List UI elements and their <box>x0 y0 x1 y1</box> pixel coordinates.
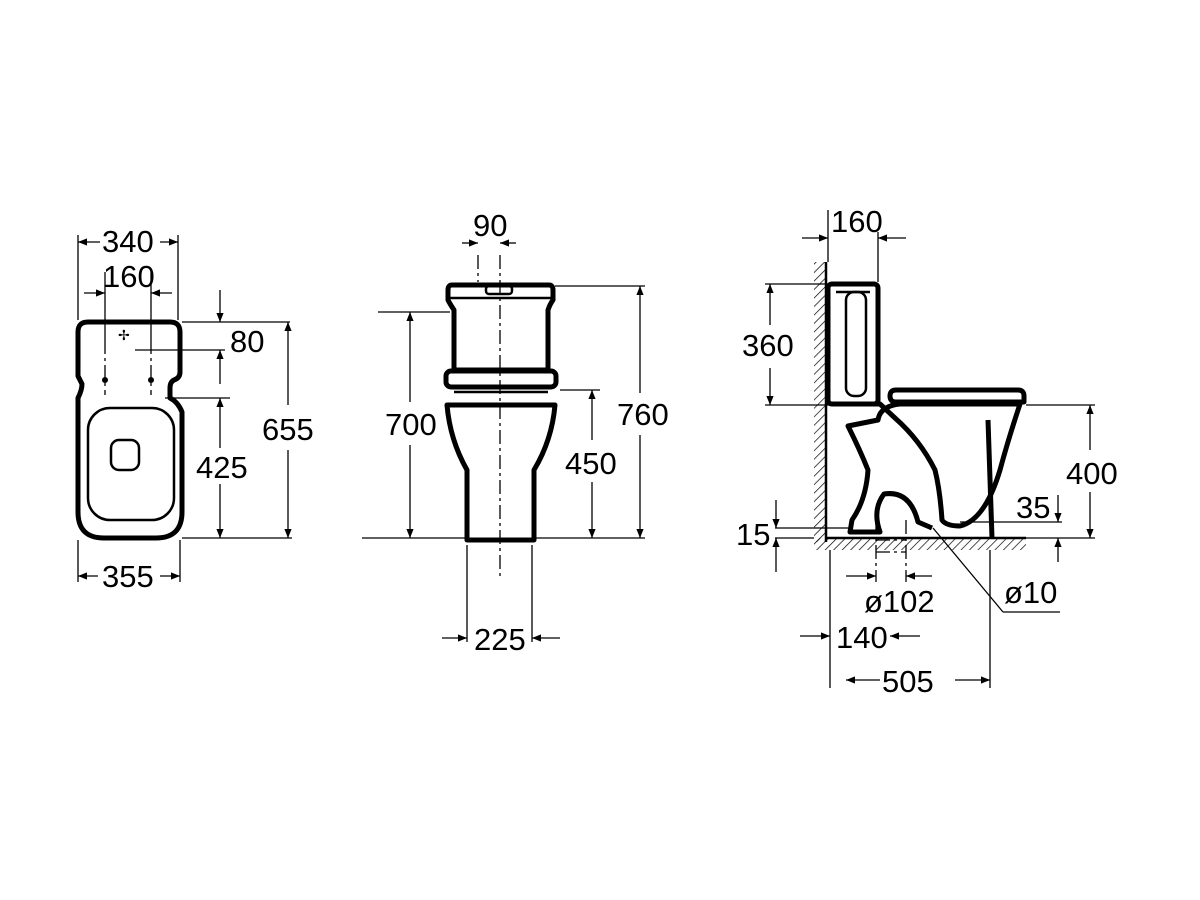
side-view-depth-label: 505 <box>882 664 934 699</box>
top-view-cistern <box>75 319 185 541</box>
top-view: ✢ 340 <box>75 224 314 594</box>
side-view-wall <box>814 262 826 542</box>
top-view-base-width-label: 355 <box>102 559 154 594</box>
top-view-width-label: 340 <box>102 224 154 259</box>
front-view: 90 700 760 450 225 <box>362 208 669 657</box>
side-view-bowl-foot <box>985 419 995 539</box>
side-view-bowl-height-label: 400 <box>1066 456 1118 491</box>
side-view-cistern <box>825 281 881 407</box>
side-view-floor-offset-label: 15 <box>736 517 770 552</box>
front-view-flush-button <box>484 284 514 296</box>
svg-text:✢: ✢ <box>118 328 130 344</box>
top-view-depth-label: 655 <box>262 412 314 447</box>
front-view-height-700-label: 700 <box>385 407 437 442</box>
side-view-fixing-hole-label: ø10 <box>1004 575 1057 610</box>
side-view-outlet-from-wall-label: 140 <box>836 620 888 655</box>
front-view-height-760-label: 760 <box>617 397 669 432</box>
top-view-dimension-lines <box>78 238 292 580</box>
top-view-fixing-to-front-label: 425 <box>196 450 248 485</box>
side-view-cistern-height-label: 360 <box>742 328 794 363</box>
top-view-bowl-opening <box>86 406 176 522</box>
top-view-fixing-marks: ✢ <box>102 328 154 395</box>
side-view-outlet-lines <box>875 520 907 582</box>
front-view-pedestal <box>444 402 558 543</box>
front-view-base-width-label: 225 <box>474 622 526 657</box>
side-view: 160 360 400 15 35 ø102 ø10 140 505 <box>736 204 1118 699</box>
side-view-extension-lines <box>765 210 1095 688</box>
front-view-seat <box>443 368 559 390</box>
side-view-cistern-depth-label: 160 <box>831 204 883 239</box>
top-view-fixing-centres-label: 160 <box>103 259 155 294</box>
side-view-dimension-lines <box>766 234 1094 684</box>
side-view-seat <box>887 387 1027 405</box>
front-view-seat-height-label: 450 <box>565 446 617 481</box>
side-view-flush-valve <box>844 290 868 398</box>
side-view-floor <box>814 538 1026 550</box>
front-view-dimension-lines <box>406 239 644 642</box>
top-view-fixing-offset-label: 80 <box>230 324 264 359</box>
top-view-extension-lines <box>77 235 292 582</box>
top-view-drain <box>109 438 141 472</box>
side-view-outlet-height-label: 35 <box>1016 490 1050 525</box>
side-view-outlet-diameter-label: ø102 <box>864 584 935 619</box>
front-view-button-offset-label: 90 <box>473 208 507 243</box>
